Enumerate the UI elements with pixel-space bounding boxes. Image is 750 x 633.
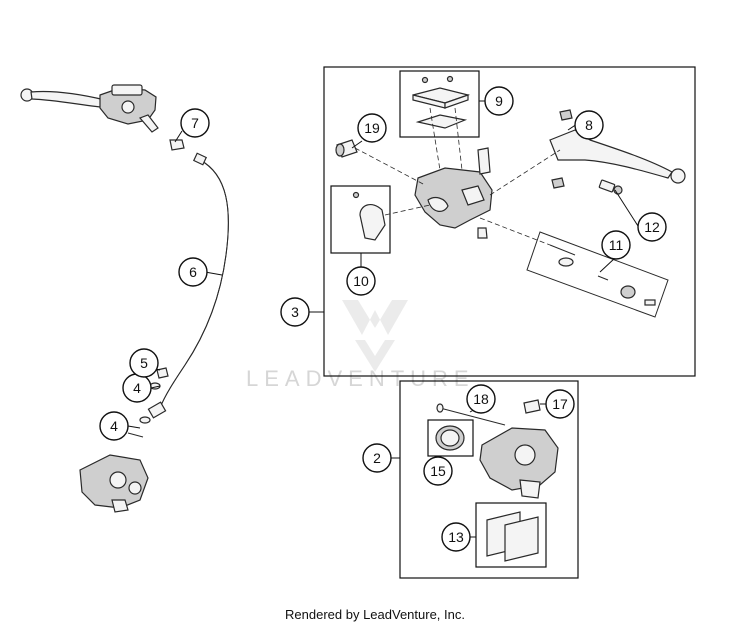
svg-text:17: 17	[552, 396, 568, 412]
callout-3: 3	[280, 297, 310, 327]
reservoir-cover	[412, 75, 471, 129]
lever-pivot-bolt	[598, 179, 623, 195]
svg-text:15: 15	[430, 463, 446, 479]
svg-text:7: 7	[191, 115, 199, 131]
svg-text:18: 18	[473, 391, 489, 407]
callout-13: 13	[441, 522, 471, 552]
group-box-cover	[399, 70, 480, 138]
adjuster-knob	[335, 139, 358, 158]
svg-text:3: 3	[291, 304, 299, 320]
callout-2: 2	[362, 443, 392, 473]
group-box-pads	[475, 502, 547, 568]
svg-text:6: 6	[189, 264, 197, 280]
svg-text:5: 5	[140, 355, 148, 371]
handlebar-clamp	[352, 191, 386, 241]
group-box-piston	[427, 419, 474, 457]
svg-text:10: 10	[353, 273, 369, 289]
callout-9: 9	[484, 86, 514, 116]
callout-18: 18	[466, 384, 496, 414]
callout-11: 11	[601, 230, 631, 260]
footer-credit: Rendered by LeadVenture, Inc.	[285, 607, 465, 622]
svg-text:11: 11	[609, 237, 624, 253]
svg-text:12: 12	[644, 219, 660, 235]
group-box-slave-cylinder	[399, 380, 579, 579]
callout-19: 19	[357, 113, 387, 143]
piston-kit	[526, 231, 669, 318]
callout-10: 10	[346, 266, 376, 296]
callout-12: 12	[637, 212, 667, 242]
callout-4-upper: 4	[122, 373, 152, 403]
clutch-master-cylinder-assembly	[20, 84, 159, 133]
watermark-text: LEADVENTURE	[246, 366, 475, 391]
svg-text:13: 13	[448, 529, 464, 545]
callout-6: 6	[178, 257, 208, 287]
watermark-logo	[342, 300, 408, 372]
svg-text:9: 9	[495, 93, 503, 109]
hose-fitting-7	[169, 139, 185, 151]
callout-4-lower: 4	[99, 411, 129, 441]
callout-8: 8	[574, 110, 604, 140]
callout-5: 5	[129, 348, 159, 378]
clutch-hose	[147, 152, 229, 419]
clutch-slave-cylinder-left	[79, 454, 149, 513]
assembly-guide-lines	[354, 107, 561, 246]
svg-text:8: 8	[585, 117, 593, 133]
callout-7: 7	[180, 108, 210, 138]
svg-text:2: 2	[373, 450, 381, 466]
callout-17: 17	[545, 389, 575, 419]
master-cylinder-body	[414, 147, 493, 239]
svg-text:4: 4	[110, 418, 118, 434]
callout-15: 15	[423, 456, 453, 486]
svg-text:4: 4	[133, 380, 141, 396]
slave-cylinder-parts	[435, 399, 559, 562]
svg-text:19: 19	[364, 120, 380, 136]
clutch-lever	[549, 109, 686, 189]
group-box-master-cylinder	[323, 66, 696, 377]
